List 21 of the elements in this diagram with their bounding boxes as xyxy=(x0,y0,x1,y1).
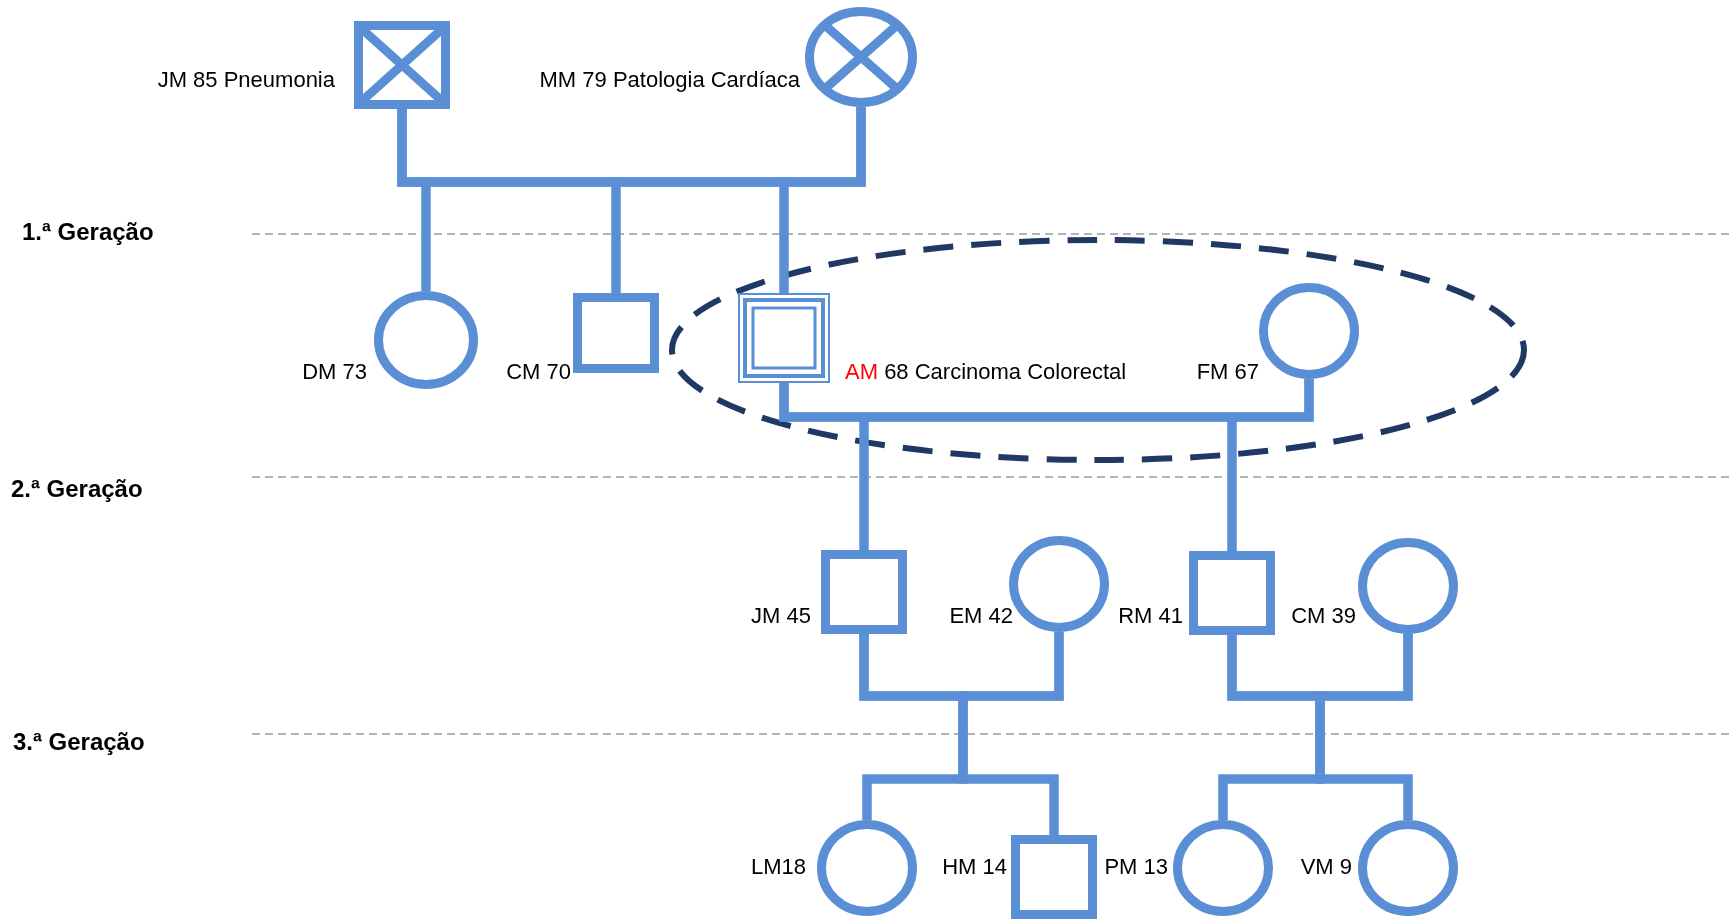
person-label: VM 9 xyxy=(1300,854,1352,880)
person-label: RM 41 xyxy=(1118,603,1183,629)
generation-label: 2.ª Geração xyxy=(11,475,143,503)
person-label: JM 45 xyxy=(751,603,811,629)
person-label: FM 67 xyxy=(1196,359,1259,385)
person-label: EM 42 xyxy=(949,603,1013,629)
connector-line xyxy=(779,107,866,293)
person-label: CM 39 xyxy=(1291,603,1356,629)
generation-label: 1.ª Geração xyxy=(22,218,154,246)
connector-line xyxy=(958,632,1064,835)
person-label: CM 70 xyxy=(506,359,571,385)
person-label: DM 73 xyxy=(302,359,367,385)
person-label: PM 13 xyxy=(1104,854,1168,880)
connector-line xyxy=(1315,634,1413,820)
person-label: JM 85 Pneumonia xyxy=(157,67,335,93)
person-label: LM18 xyxy=(750,854,806,880)
person-label: MM 79 Patologia Cardíaca xyxy=(539,67,800,93)
person-label: HM 14 xyxy=(942,854,1007,880)
connector-line xyxy=(1227,379,1314,551)
generation-label: 3.ª Geração xyxy=(13,728,145,756)
person-label: AM 68 Carcinoma Colorectal xyxy=(845,359,1127,385)
